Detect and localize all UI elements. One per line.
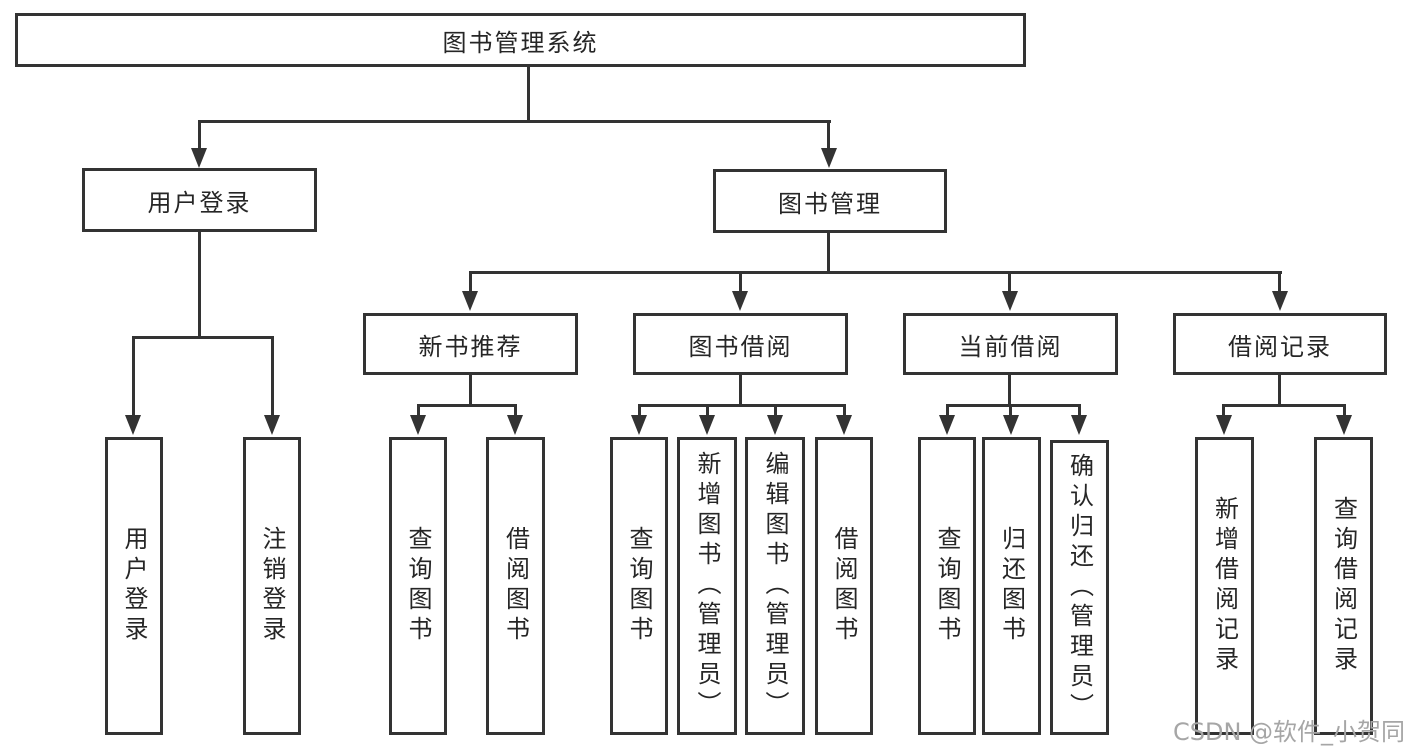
node-add-borrow-record: 新增借阅记录	[1195, 437, 1254, 735]
leaf-label: 确认归还（管理员）	[1065, 452, 1094, 723]
leaf-label: 查询图书	[404, 526, 432, 646]
arrow-down-icon	[1003, 415, 1019, 435]
connector-line	[469, 375, 472, 406]
connector-line	[198, 120, 831, 123]
node-book-borrowing: 图书借阅	[633, 313, 848, 375]
connector-line	[827, 233, 830, 273]
arrow-down-icon	[631, 415, 647, 435]
connector-line	[1008, 375, 1011, 406]
node-return-books: 归还图书	[982, 437, 1041, 735]
node-user-login: 用户登录	[82, 168, 317, 232]
connector-line	[514, 404, 517, 417]
arrow-down-icon	[462, 291, 478, 311]
arrow-down-icon	[1216, 415, 1232, 435]
arrow-down-icon	[410, 415, 426, 435]
arrow-down-icon	[1336, 415, 1352, 435]
node-query-books-borrow: 查询图书	[610, 437, 668, 735]
connector-line	[1008, 271, 1011, 291]
node-user-login-leaf: 用户登录	[105, 437, 163, 735]
node-new-book-recommendation: 新书推荐	[363, 313, 578, 375]
connector-line	[1278, 375, 1281, 406]
connector-line	[946, 404, 949, 417]
connector-line	[198, 120, 201, 150]
arrow-down-icon	[1272, 291, 1288, 311]
leaf-label: 查询图书	[625, 526, 653, 646]
arrow-down-icon	[191, 148, 207, 168]
connector-line	[739, 375, 742, 406]
connector-line	[638, 404, 846, 407]
connector-line	[469, 271, 472, 291]
connector-line	[1009, 404, 1012, 417]
arrow-down-icon	[1071, 415, 1087, 435]
node-confirm-return-admin: 确认归还（管理员）	[1050, 440, 1109, 735]
leaf-label: 借阅图书	[501, 526, 530, 646]
arrow-down-icon	[507, 415, 523, 435]
node-borrow-books-recommend: 借阅图书	[486, 437, 545, 735]
leaf-label: 新增图书（管理员）	[693, 451, 721, 721]
connector-line	[469, 271, 1282, 274]
node-library-management-system: 图书管理系统	[15, 13, 1026, 67]
node-query-books-recommend: 查询图书	[389, 437, 447, 735]
connector-line	[198, 232, 201, 338]
node-current-borrowing: 当前借阅	[903, 313, 1118, 375]
arrow-down-icon	[767, 415, 783, 435]
connector-line	[739, 271, 742, 291]
node-query-borrow-record: 查询借阅记录	[1314, 437, 1373, 735]
connector-line	[706, 404, 709, 417]
node-query-books-current: 查询图书	[918, 437, 976, 735]
leaf-label: 编辑图书（管理员）	[761, 451, 789, 721]
node-add-books-admin: 新增图书（管理员）	[677, 437, 737, 735]
connector-line	[417, 404, 420, 417]
arrow-down-icon	[125, 415, 141, 435]
connector-line	[527, 67, 530, 122]
connector-line	[827, 120, 830, 150]
node-borrowing-records: 借阅记录	[1173, 313, 1387, 375]
node-book-management: 图书管理	[713, 169, 947, 233]
connector-line	[132, 336, 274, 339]
arrow-down-icon	[732, 291, 748, 311]
connector-line	[774, 404, 777, 417]
watermark-text: CSDN @软件_小贺同学	[1173, 718, 1405, 746]
leaf-label: 借阅图书	[830, 526, 858, 646]
connector-line	[271, 336, 274, 415]
connector-line	[417, 404, 517, 407]
leaf-label: 查询图书	[933, 526, 961, 646]
node-edit-books-admin: 编辑图书（管理员）	[745, 437, 805, 735]
connector-line	[1222, 404, 1346, 407]
leaf-label: 查询借阅记录	[1329, 496, 1358, 676]
connector-line	[132, 336, 135, 415]
arrow-down-icon	[821, 148, 837, 168]
node-logout: 注销登录	[243, 437, 301, 735]
leaf-label: 用户登录	[120, 526, 148, 646]
connector-line	[1222, 404, 1225, 417]
leaf-label: 归还图书	[997, 526, 1026, 646]
connector-line	[1343, 404, 1346, 417]
connector-line	[1278, 271, 1281, 291]
arrow-down-icon	[836, 415, 852, 435]
arrow-down-icon	[264, 415, 280, 435]
arrow-down-icon	[699, 415, 715, 435]
connector-line	[638, 404, 641, 417]
connector-line	[1078, 404, 1081, 417]
arrow-down-icon	[1002, 291, 1018, 311]
arrow-down-icon	[939, 415, 955, 435]
leaf-label: 新增借阅记录	[1210, 496, 1239, 676]
node-borrow-books-leaf: 借阅图书	[815, 437, 873, 735]
connector-line	[946, 404, 1081, 407]
connector-line	[843, 404, 846, 417]
leaf-label: 注销登录	[258, 526, 286, 646]
